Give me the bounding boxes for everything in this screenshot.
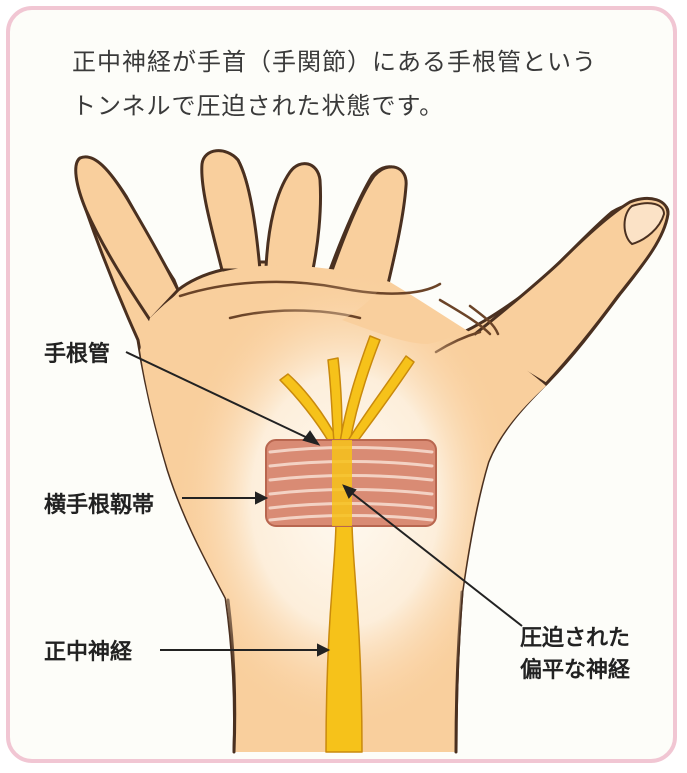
label-carpal-tunnel: 手根管 bbox=[44, 336, 110, 368]
ring-finger bbox=[202, 151, 260, 270]
index-finger bbox=[330, 167, 406, 284]
label-median-nerve: 正中神経 bbox=[44, 634, 132, 666]
label-compressed-line-2: 偏平な神経 bbox=[520, 655, 630, 687]
middle-finger bbox=[266, 164, 321, 274]
label-compressed-nerve: 圧迫された 偏平な神経 bbox=[520, 623, 630, 687]
transverse-carpal-ligament bbox=[266, 440, 436, 526]
label-transverse-carpal-ligament: 横手根靱帯 bbox=[44, 487, 154, 519]
label-compressed-line-1: 圧迫された bbox=[520, 623, 630, 655]
